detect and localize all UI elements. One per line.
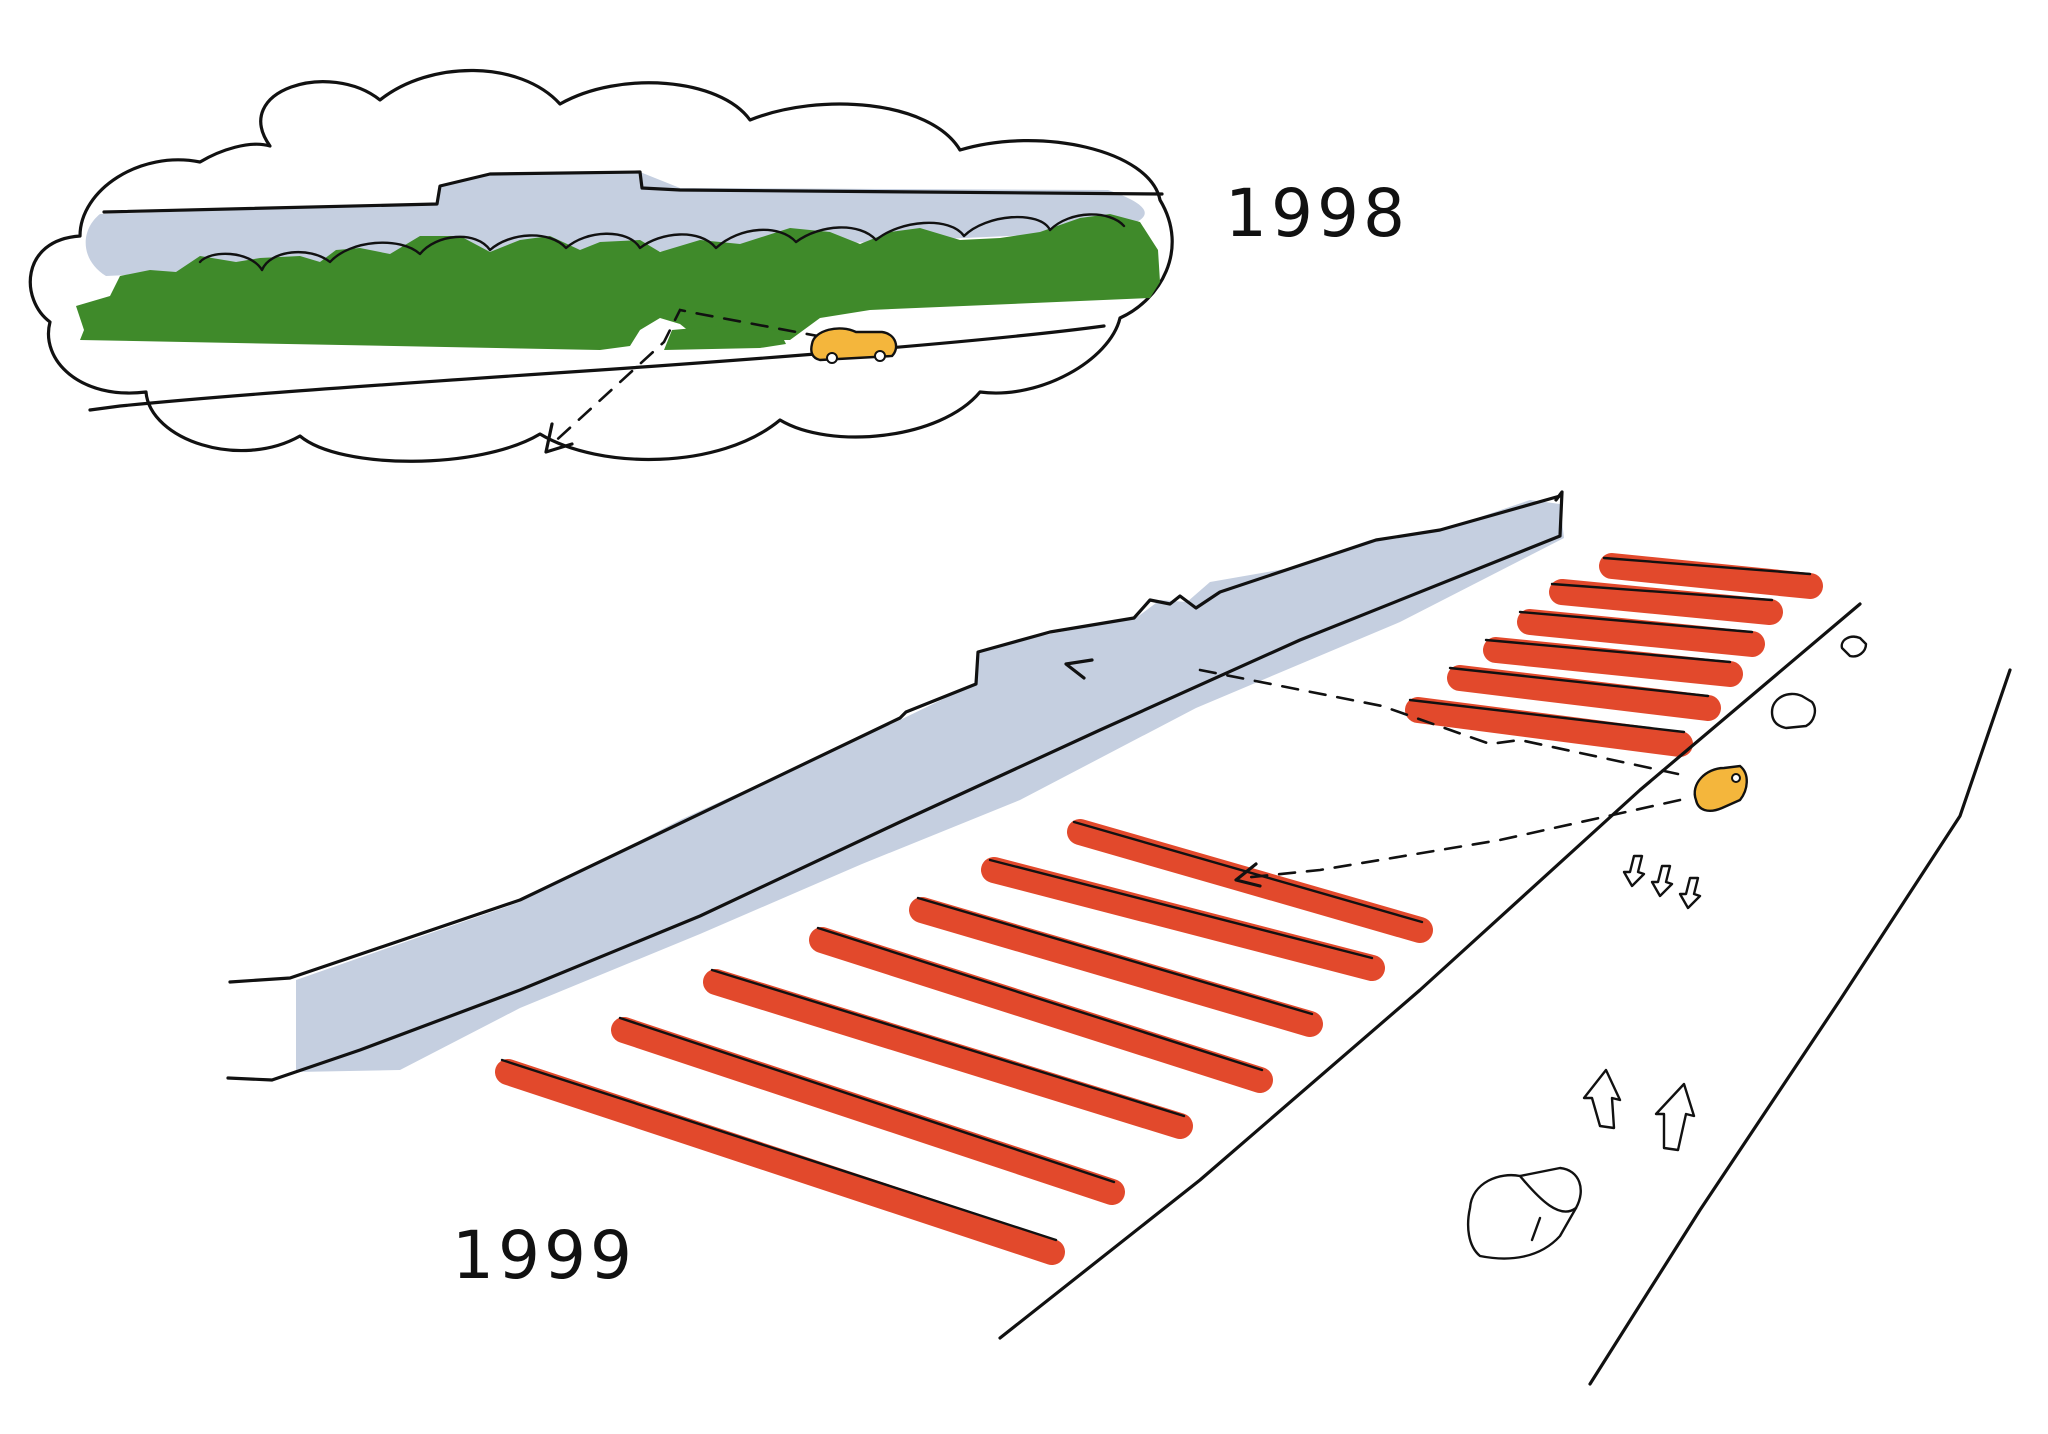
parking-stripe [1483, 637, 1743, 687]
parking-stripe [1067, 819, 1433, 943]
parking-stripe [909, 897, 1323, 1037]
parking-stripe [703, 969, 1193, 1139]
arrow-down-icon [1622, 854, 1702, 910]
car-outline-icon [1770, 692, 1817, 730]
road-edge-1998 [88, 324, 1106, 412]
year-label-1998: 1998 [1225, 175, 1409, 252]
river-bank-1999 [226, 490, 1564, 1082]
arrowhead-1998 [544, 422, 574, 454]
parking-stripe [1549, 579, 1783, 625]
parking-stripe [809, 927, 1273, 1093]
river-1999 [296, 500, 1564, 1072]
arrow-up-icon [1582, 1068, 1696, 1152]
parking-stripes-near [495, 819, 1433, 1265]
hedge-patch-1998 [664, 324, 786, 350]
parking-stripes-far [1405, 553, 1823, 757]
tree-crowns-1998 [198, 213, 1126, 272]
car-icon [810, 327, 898, 364]
arrowhead-stripes [1234, 862, 1262, 888]
tree-hedge-1998 [76, 214, 1160, 350]
parking-stripe [1405, 697, 1693, 757]
car-icon [1693, 764, 1748, 812]
parking-stripe [611, 1017, 1125, 1205]
cloud-outline [28, 68, 1174, 463]
river-skyline-1999 [228, 494, 1562, 984]
parking-stripe [1447, 665, 1721, 721]
parking-stripe [1517, 609, 1765, 657]
year-label-1999: 1999 [452, 1217, 636, 1294]
car-outline-icon [1466, 1166, 1582, 1260]
arrowhead-river [1064, 658, 1094, 680]
thought-cloud-1998: 1998 [28, 68, 1409, 463]
road-edge-outer [1588, 668, 2012, 1386]
parking-stripe [1599, 553, 1823, 599]
road-edge-inner [998, 602, 1862, 1340]
perspective-1999: 1999 [226, 490, 2012, 1386]
sight-line-to-river [1198, 668, 1680, 776]
parking-stripe [495, 1059, 1065, 1265]
river-skyline-1998 [102, 170, 1164, 214]
car-outline-icon [1840, 635, 1868, 658]
parking-stripe [981, 857, 1385, 981]
driver-path-1998 [548, 308, 852, 448]
sight-line-to-stripes [1240, 798, 1682, 880]
